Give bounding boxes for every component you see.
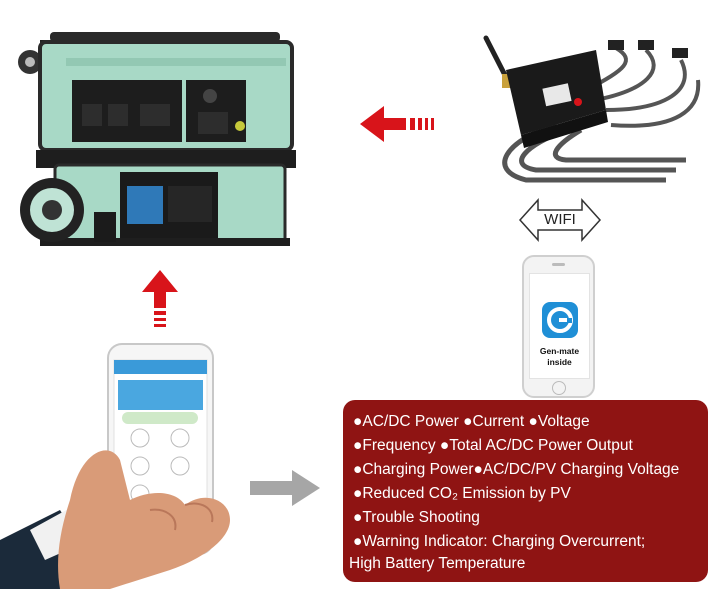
wifi-double-arrow: WIFI xyxy=(518,196,602,244)
app-name-suffix: inside xyxy=(547,357,572,367)
generator-image xyxy=(18,32,296,246)
feature-line-7: High Battery Temperature xyxy=(349,555,526,572)
home-button xyxy=(552,381,566,395)
feature-line-3: ●Charging Power●AC/DC/PV Charging Voltag… xyxy=(353,461,680,478)
red-arrow-up xyxy=(142,270,178,327)
gray-arrow-right xyxy=(250,470,320,506)
app-icon xyxy=(542,302,578,338)
feature-list-panel: ●AC/DC Power ●Current ●Voltage ●Frequenc… xyxy=(343,400,708,582)
feature-line-5: ●Trouble Shooting xyxy=(353,509,480,526)
app-name: Gen-mate xyxy=(539,346,580,356)
app-phone: Gen-mate inside xyxy=(522,255,595,398)
phone-speaker xyxy=(552,263,565,266)
wifi-label: WIFI xyxy=(544,211,576,228)
feature-line-6: ●Warning Indicator: Charging Overcurrent… xyxy=(353,533,646,550)
controller-module-image xyxy=(483,35,701,183)
feature-line-2: ●Frequency ●Total AC/DC Power Output xyxy=(353,437,633,454)
app-screen: Gen-mate inside xyxy=(529,273,590,379)
feature-line-1: ●AC/DC Power ●Current ●Voltage xyxy=(353,413,590,430)
hand-phone-image xyxy=(0,343,230,589)
red-arrow-left xyxy=(360,106,434,142)
feature-line-4: ●Reduced CO₂ Emission by PV xyxy=(353,485,571,502)
